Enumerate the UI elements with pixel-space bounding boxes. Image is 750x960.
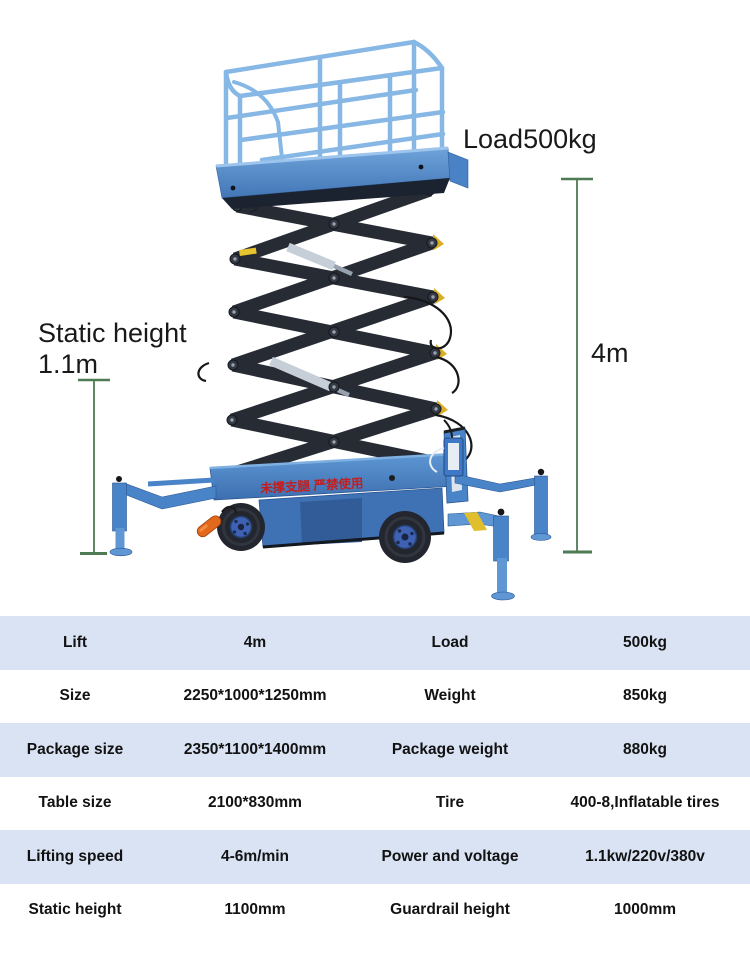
- dimension-line-4m: [561, 177, 593, 554]
- spec-table: Lift 4m Load 500kg Size 2250*1000*1250mm…: [0, 616, 750, 937]
- spec-value: 400-8,Inflatable tires: [570, 794, 720, 812]
- dimension-line-static-height: [78, 378, 110, 555]
- spec-value: 1100mm: [224, 901, 286, 919]
- spec-label: Tire: [435, 794, 465, 812]
- spec-label: Load: [431, 633, 469, 651]
- spec-label: Power and voltage: [381, 847, 519, 865]
- spec-label: Table size: [38, 794, 112, 812]
- load-annotation: Load500kg: [463, 124, 597, 154]
- spec-value: 880kg: [623, 740, 667, 758]
- wheel-left-icon: [217, 503, 265, 551]
- table-row: Static height 1100mm Guardrail height 10…: [0, 883, 750, 937]
- table-row: Table size 2100*830mm Tire 400-8,Inflata…: [0, 776, 750, 830]
- table-row: Size 2250*1000*1250mm Weight 850kg: [0, 669, 750, 723]
- spec-label: Weight: [424, 687, 476, 705]
- table-row: Lift 4m Load 500kg: [0, 616, 750, 670]
- spec-value: 850kg: [623, 687, 667, 705]
- table-row: Lifting speed 4-6m/min Power and voltage…: [0, 830, 750, 884]
- left-outrigger-icon: [109, 476, 217, 557]
- spec-value: 4m: [243, 633, 267, 651]
- right-outriggers-icon: [447, 468, 552, 601]
- spec-label: Lifting speed: [26, 847, 124, 865]
- static-height-line1: Static height: [38, 318, 187, 348]
- scissor-mechanism-icon: [197, 183, 473, 481]
- chassis-warning-text: 未撑支腿 严禁使用: [259, 475, 364, 495]
- guardrail-cage-icon: [223, 39, 446, 177]
- spec-value: 1000mm: [613, 901, 677, 919]
- wheel-right-icon: [379, 511, 431, 563]
- spec-label: Lift: [62, 633, 88, 651]
- spec-value: 500kg: [623, 633, 667, 651]
- spec-label: Package size: [26, 740, 124, 758]
- lift-height-annotation: 4m: [591, 338, 629, 368]
- spec-value: 2250*1000*1250mm: [183, 687, 327, 705]
- spec-label: Static height: [28, 901, 122, 919]
- spec-value: 4-6m/min: [220, 847, 290, 865]
- spec-label: Size: [59, 687, 91, 705]
- platform-deck-icon: [215, 146, 469, 213]
- spec-value: 2100*830mm: [208, 794, 302, 812]
- scissor-lift-figure: 未撑支腿 严禁使用: [38, 39, 629, 601]
- control-pendant-icon: [429, 419, 464, 477]
- spec-value: 2350*1100*1400mm: [183, 740, 327, 758]
- static-height-line2: 1.1m: [38, 349, 99, 379]
- spec-label: Package weight: [391, 740, 509, 758]
- spec-label: Guardrail height: [390, 901, 510, 919]
- scissor-lift-photo: 未撑支腿 严禁使用: [78, 39, 593, 601]
- table-row: Package size 2350*1100*1400mm Package we…: [0, 723, 750, 777]
- spec-value: 1.1kw/220v/380v: [585, 847, 705, 865]
- release-handle-icon: [196, 505, 238, 538]
- static-height-annotation: Static height 1.1m: [38, 318, 187, 380]
